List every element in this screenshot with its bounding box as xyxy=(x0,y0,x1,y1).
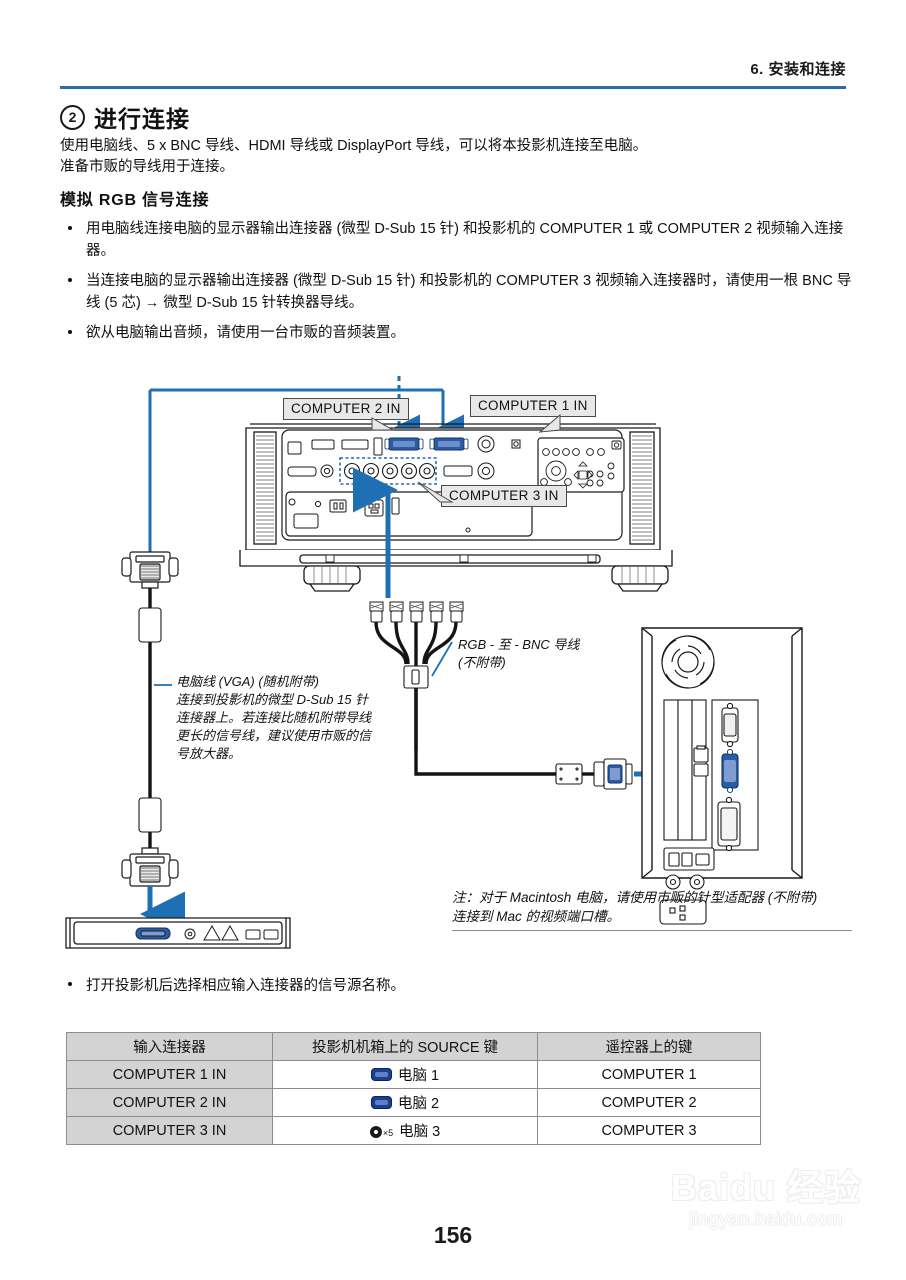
bnc-dot-icon xyxy=(369,1125,382,1138)
intro-line-2: 准备市贩的导线用于连接。 xyxy=(60,159,234,175)
connection-diagram: COMPUTER 2 IN COMPUTER 1 IN COMPUTER 3 I… xyxy=(0,370,906,960)
diagram-artwork xyxy=(65,376,803,949)
section-title-text: 进行连接 xyxy=(94,106,190,132)
macintosh-note-line-2: 连接到 Mac 的视频端口槽。 xyxy=(452,909,621,924)
source-mapping-table: 输入连接器 投影机机箱上的 SOURCE 键 遥控器上的键 COMPUTER 1… xyxy=(66,1032,761,1145)
callout-computer3-in: COMPUTER 3 IN xyxy=(441,485,567,507)
cell-remote-key: COMPUTER 2 xyxy=(537,1088,761,1117)
table-row: COMPUTER 1 IN 电脑 1 COMPUTER 1 xyxy=(66,1060,761,1089)
table-header-row: 输入连接器 投影机机箱上的 SOURCE 键 遥控器上的键 xyxy=(66,1032,761,1061)
table-row: COMPUTER 3 IN ×5 电脑 3 COMPUTER 3 xyxy=(66,1116,761,1145)
vga-connector-bottom xyxy=(121,847,179,887)
column-header-source-key: 投影机机箱上的 SOURCE 键 xyxy=(272,1032,538,1061)
column-header-remote-key: 遥控器上的键 xyxy=(537,1032,761,1061)
cell-source-key: 电脑 1 xyxy=(272,1060,538,1089)
bullet-dot-icon xyxy=(68,982,72,986)
cell-source-key: 电脑 2 xyxy=(272,1088,538,1117)
vga-connector-icon xyxy=(370,1096,392,1109)
baidu-watermark: Baidu 经验 jingyan.baidu.com xyxy=(636,1168,896,1230)
cell-input: COMPUTER 2 IN xyxy=(66,1088,273,1117)
cell-source-label: 电脑 3 xyxy=(399,1124,441,1140)
section-heading: 2 进行连接 xyxy=(60,100,190,134)
cell-input: COMPUTER 1 IN xyxy=(66,1060,273,1089)
header-divider xyxy=(60,86,846,89)
bnc-multiplier: ×5 xyxy=(382,1127,394,1138)
list-item: 当连接电脑的显示器输出连接器 (微型 D-Sub 15 针) 和投影机的 COM… xyxy=(60,270,860,314)
cell-remote-key: COMPUTER 1 xyxy=(537,1060,761,1089)
callout-computer1-in: COMPUTER 1 IN xyxy=(470,395,596,417)
computer3-bnc-group xyxy=(339,457,437,485)
vga-connector-top xyxy=(121,551,179,589)
bullet-dot-icon xyxy=(68,226,72,230)
source-name-instruction: 打开投影机后选择相应输入连接器的信号源名称。 xyxy=(60,974,405,995)
vga-cable-note: 电脑线 (VGA) (随机附带) 连接到投影机的微型 D-Sub 15 针 连接… xyxy=(176,674,372,761)
page-header: 6. 安装和连接 xyxy=(60,58,846,79)
intro-paragraph: 使用电脑线、5 x BNC 导线、HDMI 导线或 DisplayPort 导线… xyxy=(60,136,850,178)
intro-line-1: 使用电脑线、5 x BNC 导线、HDMI 导线或 DisplayPort 导线… xyxy=(60,138,648,154)
column-header-input: 输入连接器 xyxy=(66,1032,273,1061)
macintosh-note-line-1: 注：对于 Macintosh 电脑，请使用市贩的针型适配器 (不附带) xyxy=(452,890,818,905)
table-row: COMPUTER 2 IN 电脑 2 COMPUTER 2 xyxy=(66,1088,761,1117)
source-name-instruction-text: 打开投影机后选择相应输入连接器的信号源名称。 xyxy=(86,978,405,994)
callout-computer2-in: COMPUTER 2 IN xyxy=(283,398,409,420)
vga-connector-icon xyxy=(370,1068,392,1081)
macintosh-note: 注：对于 Macintosh 电脑，请使用市贩的针型适配器 (不附带) 连接到 … xyxy=(452,888,852,926)
cell-source-key: ×5 电脑 3 xyxy=(272,1116,538,1145)
list-item: 用电脑线连接电脑的显示器输出连接器 (微型 D-Sub 15 针) 和投影机的 … xyxy=(60,218,860,262)
macintosh-note-divider xyxy=(452,930,852,931)
list-item-text: 用电脑线连接电脑的显示器输出连接器 (微型 D-Sub 15 针) 和投影机的 … xyxy=(86,221,844,259)
cell-source-label: 电脑 2 xyxy=(397,1096,440,1112)
watermark-main-text: Baidu 经验 xyxy=(670,1167,861,1208)
chapter-title: 6. 安装和连接 xyxy=(750,61,846,78)
cell-remote-key: COMPUTER 3 xyxy=(537,1116,761,1145)
tower-vga-port xyxy=(721,748,739,794)
subsection-heading: 模拟 RGB 信号连接 xyxy=(60,192,210,209)
list-item: 欲从电脑输出音频，请使用一台市贩的音频装置。 xyxy=(60,322,860,344)
computer1-port xyxy=(429,437,469,451)
cell-source-label: 电脑 1 xyxy=(397,1068,440,1084)
bnc-connector-icon: ×5 xyxy=(369,1124,394,1138)
cell-input: COMPUTER 3 IN xyxy=(66,1116,273,1145)
bullet-list: 用电脑线连接电脑的显示器输出连接器 (微型 D-Sub 15 针) 和投影机的 … xyxy=(60,218,860,352)
bnc-cable-note: RGB - 至 - BNC 导线 (不附带) xyxy=(458,637,580,670)
bullet-dot-icon xyxy=(68,278,72,282)
section-number-badge: 2 xyxy=(60,104,85,130)
computer2-port xyxy=(384,437,424,451)
page-number: 156 xyxy=(433,1222,473,1248)
list-item-text: 当连接电脑的显示器输出连接器 (微型 D-Sub 15 针) 和投影机的 COM… xyxy=(86,273,852,311)
bullet-dot-icon xyxy=(68,330,72,334)
vga-plug-right xyxy=(593,758,633,790)
list-item-text: 欲从电脑输出音频，请使用一台市贩的音频装置。 xyxy=(86,325,405,341)
